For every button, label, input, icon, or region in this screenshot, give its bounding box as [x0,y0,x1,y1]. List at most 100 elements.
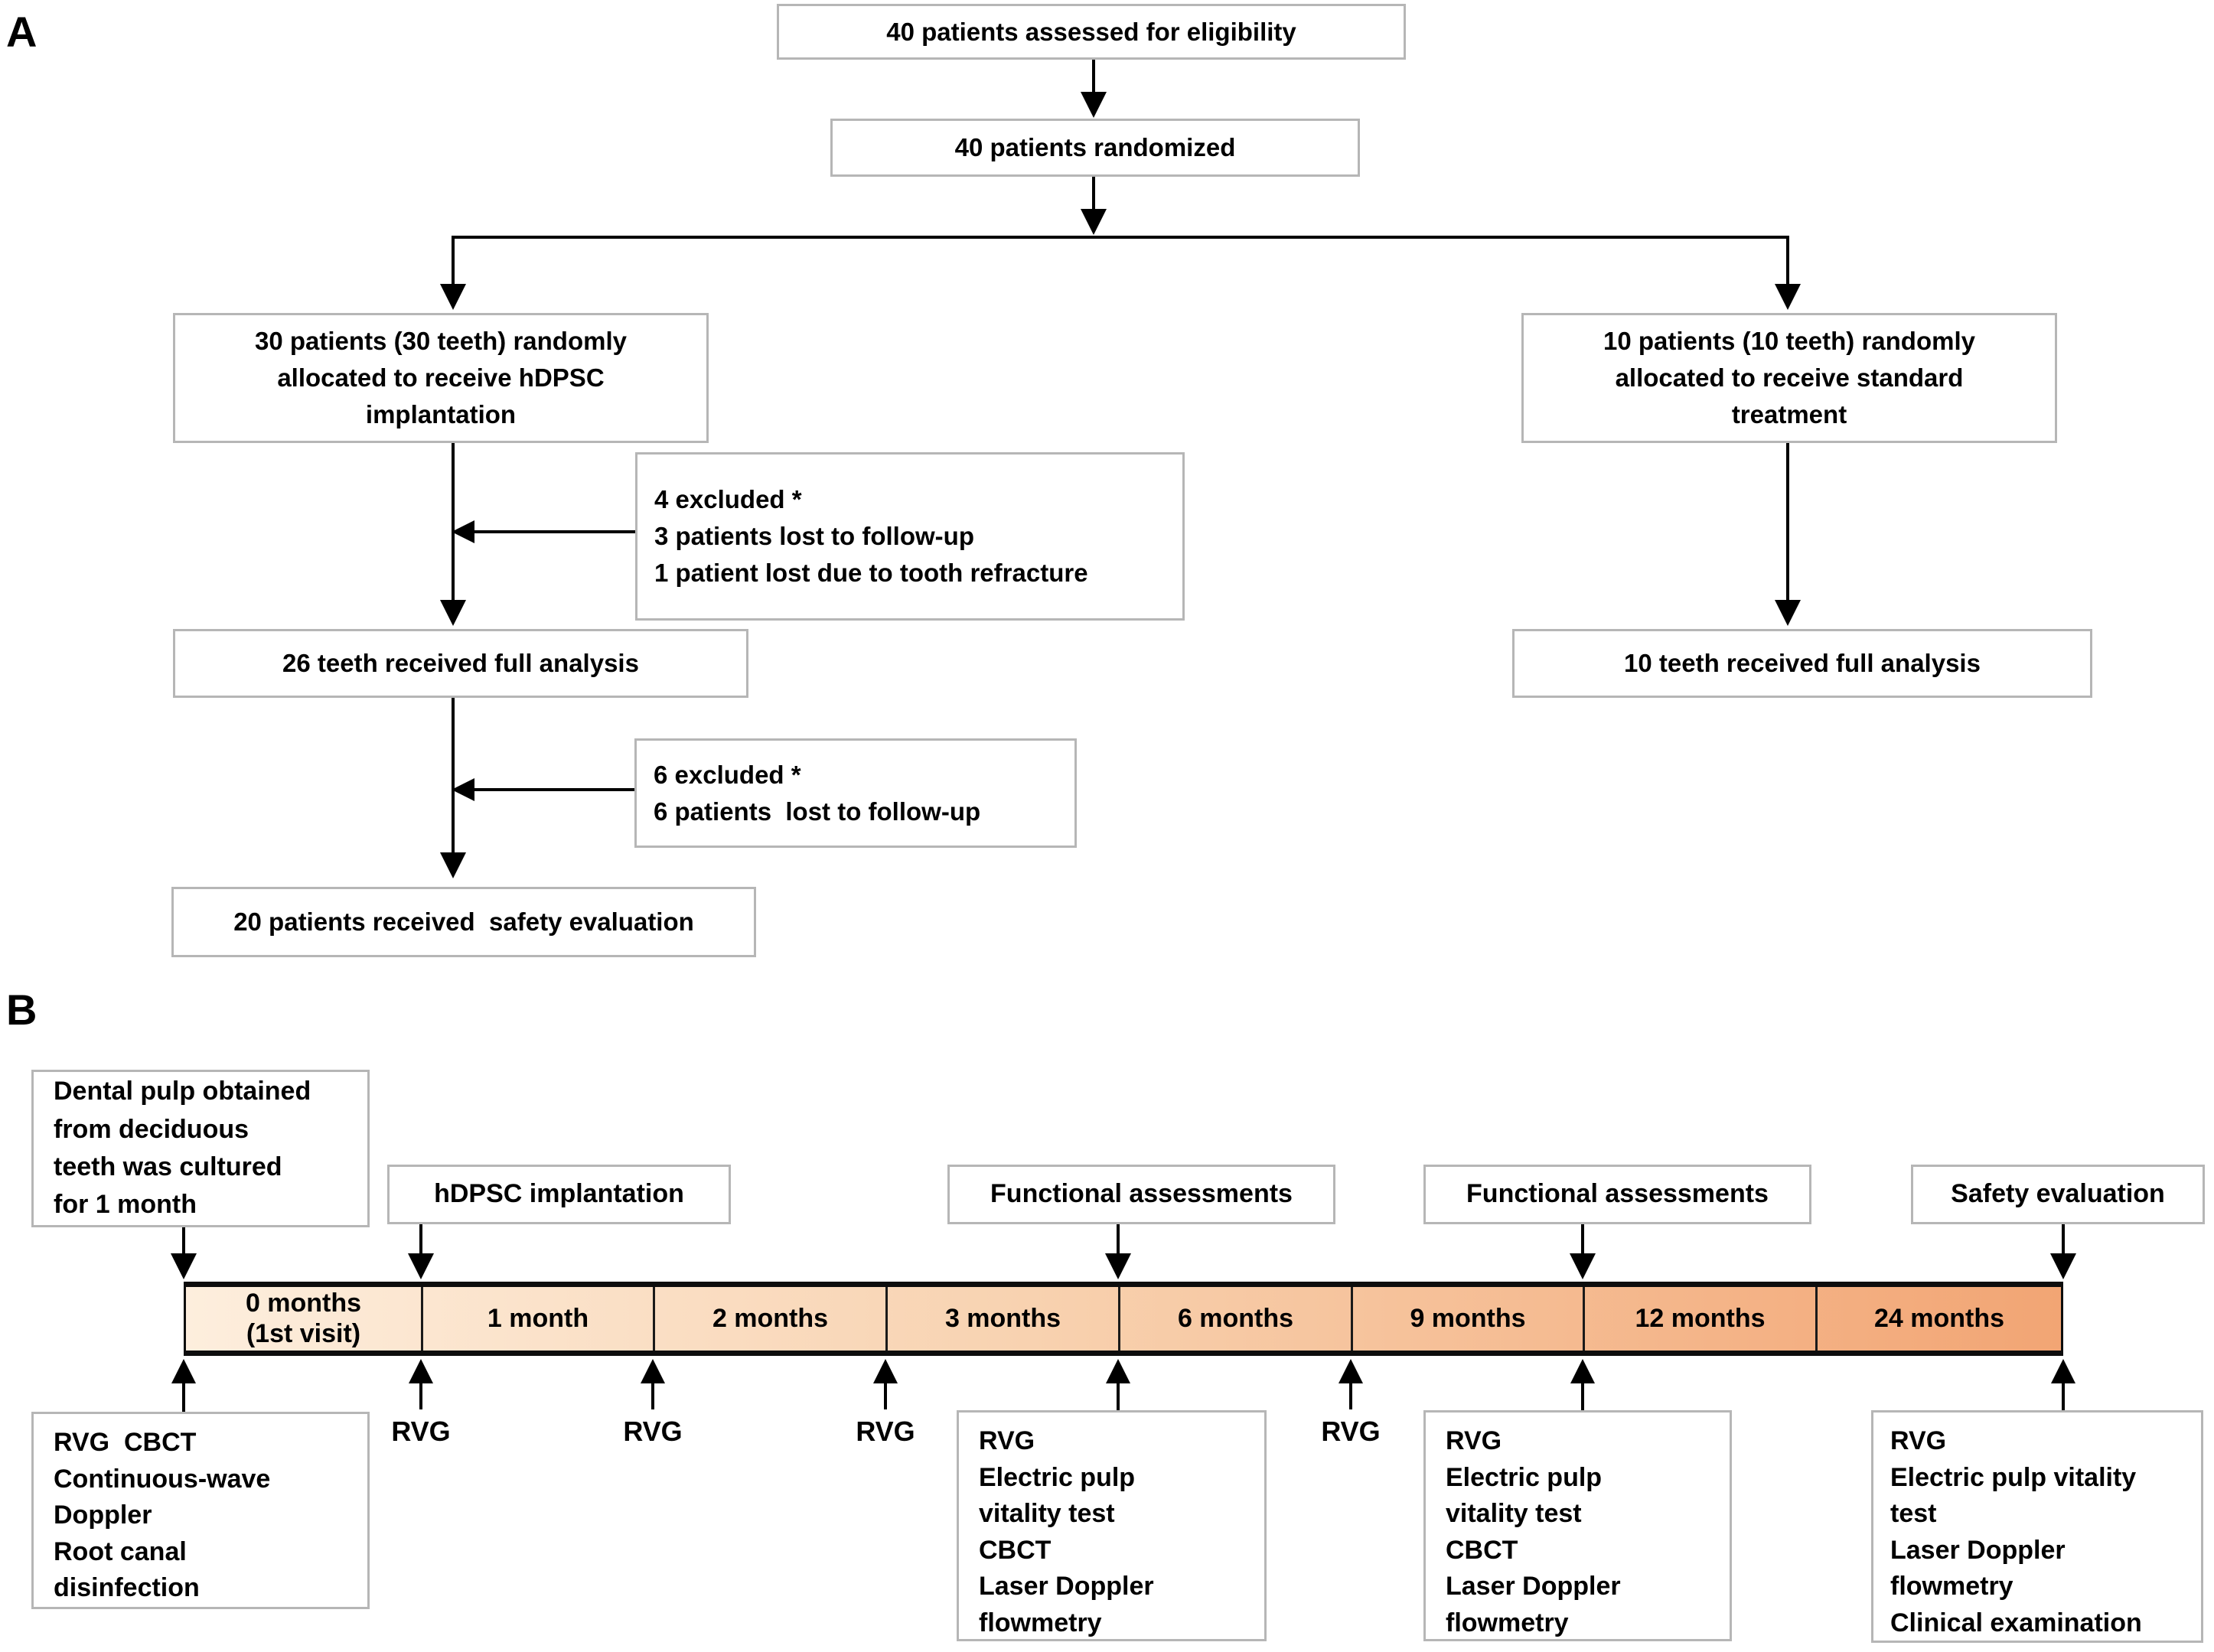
box-functional-assessments-2-text: Functional assessments [1466,1179,1769,1209]
timeline-cell-2-months: 2 months [655,1287,888,1351]
box-safety-evaluation-20: 20 patients received safety evaluation [171,887,756,957]
connector-line [2062,1380,2065,1410]
arrow-down-icon [1081,92,1107,118]
timeline-cell-label: 2 months [712,1303,829,1333]
timeline-cell-12-months: 12 months [1585,1287,1818,1351]
box-randomized: 40 patients randomized [830,119,1360,177]
connector-line [452,698,455,852]
connector-line [419,1224,422,1253]
box-assessments-6-months: RVG Electric pulp vitality test CBCT Las… [957,1410,1267,1641]
box-hdpsc-arm-text: 30 patients (30 teeth) randomly allocate… [255,327,627,428]
box-functional-assessments-1: Functional assessments [947,1165,1335,1224]
arrow-up-icon [409,1359,433,1383]
timeline-cell-label: 12 months [1635,1303,1766,1333]
timeline-cell-label: 24 months [1873,1303,2005,1333]
arrow-down-icon [1105,1253,1131,1279]
box-excluded-6-text: 6 excluded * 6 patients lost to follow-u… [654,760,981,826]
arrow-down-icon [1775,284,1801,310]
connector-line [2062,1224,2065,1253]
box-full-analysis-hdpsc: 26 teeth received full analysis [173,629,748,698]
box-assessments-visit0-text: RVG CBCT Continuous-wave Doppler Root ca… [54,1428,271,1603]
arrow-down-icon [171,1253,197,1279]
panel-a-label: A [6,8,37,56]
box-assessments-12-months-text: RVG Electric pulp vitality test CBCT Las… [1446,1426,1621,1637]
rvg-label-3-months: RVG [856,1416,915,1447]
box-standard-arm-text: 10 patients (10 teeth) randomly allocate… [1603,327,1975,428]
arrow-down-icon [1081,209,1107,235]
timeline-cell-0-months: 0 months (1st visit) [186,1287,423,1351]
connector-line [1786,236,1789,285]
box-safety-evaluation-20-text: 20 patients received safety evaluation [233,907,694,937]
timeline-cell-1-month: 1 month [423,1287,655,1351]
arrow-up-icon [873,1359,898,1383]
timeline-cell-label: 0 months (1st visit) [245,1289,362,1348]
box-safety-evaluation-label: Safety evaluation [1911,1165,2205,1224]
rvg-label-1-month: RVG [391,1416,451,1447]
connector-line [884,1380,887,1409]
box-safety-evaluation-label-text: Safety evaluation [1951,1179,2165,1209]
arrow-left-icon [452,778,474,801]
timeline-cell-label: 1 month [487,1303,589,1333]
arrow-down-icon [440,852,466,878]
connector-line [1092,60,1095,93]
box-hdpsc-arm: 30 patients (30 teeth) randomly allocate… [173,313,709,443]
arrow-down-icon [440,284,466,310]
box-assessments-6-months-text: RVG Electric pulp vitality test CBCT Las… [979,1426,1154,1637]
connector-line [471,530,635,533]
timeline-cell-24-months: 24 months [1818,1287,2061,1351]
box-full-analysis-standard-text: 10 teeth received full analysis [1624,649,1981,678]
connector-line [182,1227,185,1253]
box-excluded-4-text: 4 excluded * 3 patients lost to follow-u… [654,485,1088,587]
timeline-cell-label: 6 months [1177,1303,1294,1333]
connector-line [1117,1224,1120,1253]
arrow-left-icon [452,520,474,543]
split-line [452,236,1789,239]
arrow-up-icon [1106,1359,1130,1383]
timeline-cell-label: 3 months [944,1303,1061,1333]
box-assessed-text: 40 patients assessed for eligibility [886,17,1296,46]
connector-line [1092,177,1095,210]
arrow-up-icon [1570,1359,1595,1383]
connector-line [419,1380,422,1409]
rvg-label-9-months: RVG [1321,1416,1381,1447]
box-assessed-for-eligibility: 40 patients assessed for eligibility [777,4,1406,60]
arrow-down-icon [440,600,466,626]
arrow-down-icon [1775,600,1801,626]
box-functional-assessments-2: Functional assessments [1423,1165,1811,1224]
box-assessments-12-months: RVG Electric pulp vitality test CBCT Las… [1423,1410,1732,1641]
arrow-up-icon [2051,1359,2075,1383]
timeline-cell-6-months: 6 months [1120,1287,1353,1351]
arrow-up-icon [641,1359,665,1383]
box-full-analysis-hdpsc-text: 26 teeth received full analysis [282,649,639,678]
box-hdpsc-implantation-text: hDPSC implantation [434,1179,684,1209]
panel-b-label: B [6,986,37,1034]
connector-line [471,788,634,791]
box-hdpsc-implantation: hDPSC implantation [387,1165,731,1224]
connector-line [452,236,455,285]
connector-line [651,1380,654,1409]
box-randomized-text: 40 patients randomized [954,133,1236,162]
box-assessments-24-months: RVG Electric pulp vitality test Laser Do… [1871,1410,2203,1643]
arrow-down-icon [408,1253,434,1279]
box-functional-assessments-1-text: Functional assessments [990,1179,1293,1209]
box-excluded-6: 6 excluded * 6 patients lost to follow-u… [634,738,1077,848]
connector-line [182,1380,185,1412]
box-standard-arm: 10 patients (10 teeth) randomly allocate… [1521,313,2057,443]
arrow-down-icon [2050,1253,2076,1279]
connector-line [1786,443,1789,600]
box-dental-pulp-text: Dental pulp obtained from deciduous teet… [54,1077,311,1220]
connector-line [1349,1380,1352,1409]
box-full-analysis-standard: 10 teeth received full analysis [1512,629,2092,698]
arrow-up-icon [1339,1359,1363,1383]
box-excluded-4: 4 excluded * 3 patients lost to follow-u… [635,452,1185,621]
connector-line [1117,1380,1120,1410]
timeline-cell-3-months: 3 months [888,1287,1120,1351]
box-assessments-24-months-text: RVG Electric pulp vitality test Laser Do… [1890,1426,2142,1637]
rvg-label-2-months: RVG [623,1416,683,1447]
connector-line [1581,1380,1584,1410]
connector-line [1581,1224,1584,1253]
timeline-cell-label: 9 months [1410,1303,1526,1333]
arrow-up-icon [171,1359,196,1383]
timeline-cell-9-months: 9 months [1353,1287,1585,1351]
